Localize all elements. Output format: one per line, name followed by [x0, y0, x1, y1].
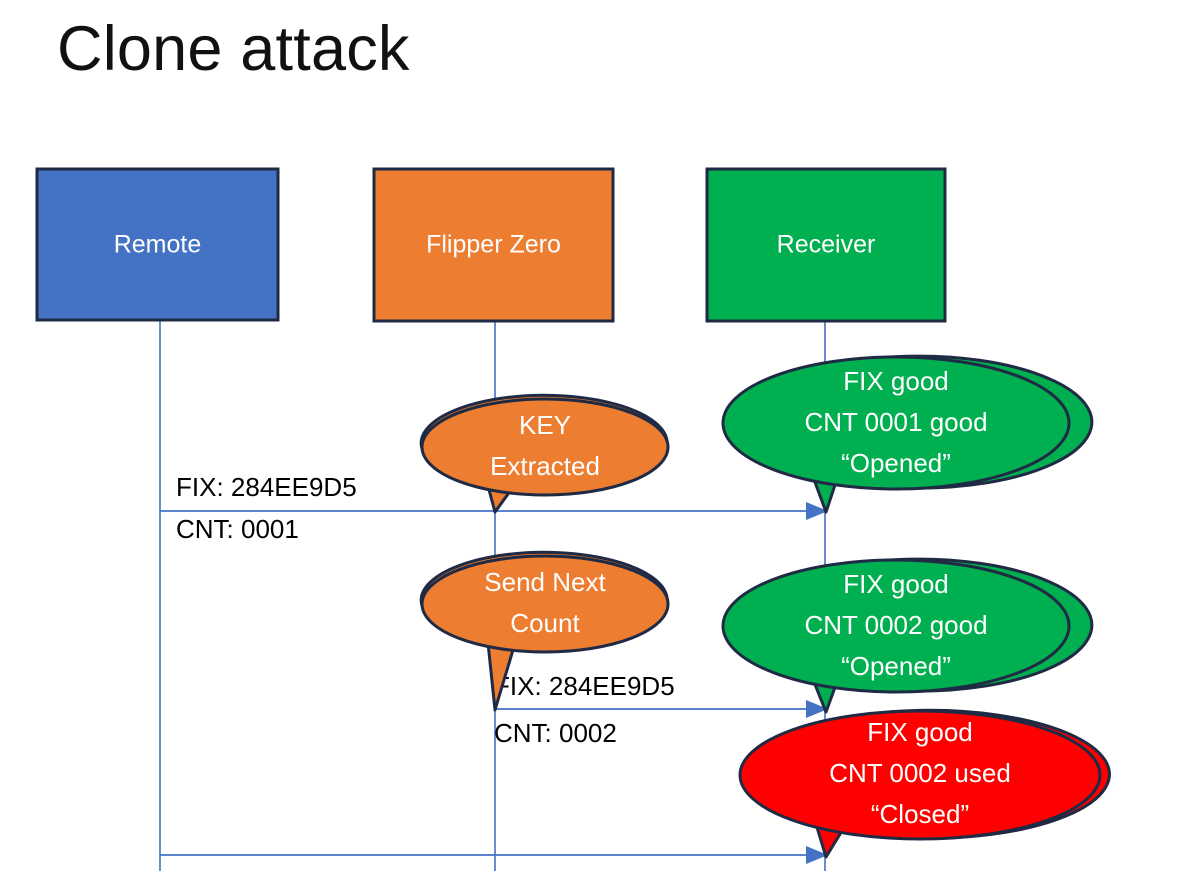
- actor-box-flipper-zero-label: Flipper Zero: [426, 231, 561, 259]
- actor-boxes: Remote Flipper Zero Receiver: [35, 167, 947, 323]
- callout-fix-good-cnt-0002-used-line-2: CNT 0002 used: [829, 758, 1011, 788]
- callout-fix-good-cnt-0001-line-1: FIX good: [843, 366, 949, 396]
- callout-fix-good-cnt-0002-line-3: “Opened”: [841, 651, 951, 681]
- callout-fix-good-cnt-0002-line-1: FIX good: [843, 569, 949, 599]
- actor-box-remote-rect: [35, 167, 280, 322]
- message-arrow-2[interactable]: [495, 700, 828, 718]
- callout-fix-good-cnt-0002[interactable]: FIX good CNT 0002 good “Opened”: [721, 557, 1094, 714]
- callout-key-extracted-line-1: KEY: [519, 410, 571, 440]
- callout-fix-good-cnt-0002-used-body: [738, 709, 1102, 841]
- callout-send-next-count[interactable]: Send Next Count: [419, 550, 670, 712]
- message-arrow-2-head: [806, 700, 828, 718]
- message-arrow-3[interactable]: [160, 846, 828, 864]
- callout-fix-good-cnt-0002-used-line-1: FIX good: [867, 717, 973, 747]
- callout-key-extracted-line-2: Extracted: [490, 451, 600, 481]
- callout-fix-good-cnt-0002-used[interactable]: FIX good CNT 0002 used “Closed”: [738, 708, 1111, 859]
- callout-fix-good-cnt-0002-body: [721, 558, 1071, 694]
- callout-fix-good-cnt-0001-body: [721, 355, 1071, 491]
- message-labels: FIX: 284EE9D5 CNT: 0001 FIX: 284EE9D5 CN…: [176, 472, 675, 748]
- callout-fix-good-cnt-0002-line-2: CNT 0002 good: [804, 610, 987, 640]
- callout-send-next-count-line-1: Send Next: [484, 567, 606, 597]
- message-1-label-cnt: CNT: 0001: [176, 514, 299, 544]
- callout-fix-good-cnt-0001[interactable]: FIX good CNT 0001 good “Opened”: [721, 354, 1094, 514]
- callout-key-extracted-body: [420, 397, 670, 497]
- callout-send-next-count-line-2: Count: [510, 608, 580, 638]
- callout-fix-good-cnt-0002-used-line-3: “Closed”: [871, 799, 969, 829]
- message-arrow-3-head: [806, 846, 828, 864]
- page-title: Clone attack: [57, 14, 410, 84]
- actor-box-remote[interactable]: Remote: [35, 167, 280, 322]
- actor-box-flipper-zero[interactable]: Flipper Zero: [372, 167, 615, 323]
- callout-fix-good-cnt-0001-line-3: “Opened”: [841, 448, 951, 478]
- message-1-label-fix: FIX: 284EE9D5: [176, 472, 357, 502]
- actor-box-receiver-rect: [705, 167, 947, 323]
- actor-box-receiver-label: Receiver: [777, 231, 876, 259]
- message-arrows: [160, 502, 828, 864]
- actor-box-receiver[interactable]: Receiver: [705, 167, 947, 323]
- callout-key-extracted[interactable]: KEY Extracted: [419, 393, 670, 514]
- message-arrow-1-head: [806, 502, 828, 520]
- message-2-label-cnt: CNT: 0002: [494, 718, 617, 748]
- message-arrow-1[interactable]: [160, 502, 828, 520]
- message-2-label-fix: FIX: 284EE9D5: [494, 671, 675, 701]
- actor-box-remote-label: Remote: [114, 231, 202, 259]
- callout-send-next-count-body: [420, 554, 670, 654]
- callout-fix-good-cnt-0001-line-2: CNT 0001 good: [804, 407, 987, 437]
- actor-box-flipper-zero-rect: [372, 167, 615, 323]
